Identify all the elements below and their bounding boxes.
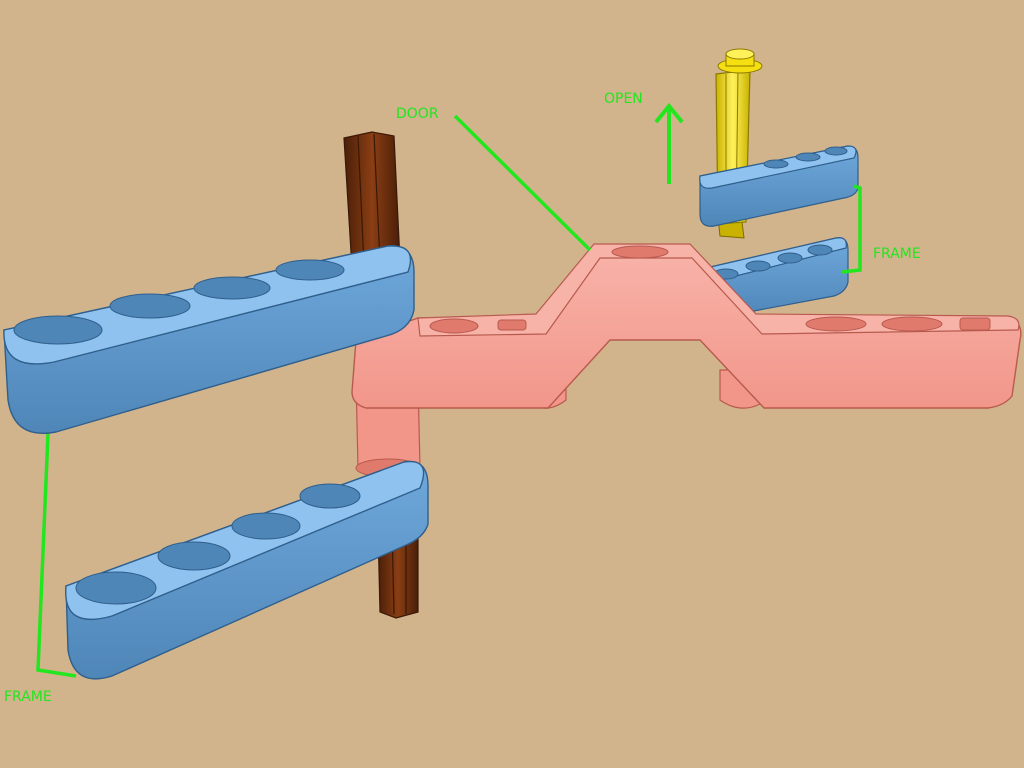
frame-label-right: FRAME xyxy=(873,246,921,262)
open-label: OPEN xyxy=(604,91,643,107)
frame-beam-right-upper xyxy=(699,145,859,227)
frame-label-left: FRAME xyxy=(4,689,52,705)
open-arrow xyxy=(654,102,684,184)
door-leader-line xyxy=(453,114,592,252)
frame-beam-left-upper xyxy=(3,245,415,434)
door-label: DOOR xyxy=(396,106,439,122)
door-liftarm xyxy=(351,243,1022,478)
frame-beam-left-lower xyxy=(65,460,429,680)
annotation-lines xyxy=(36,114,862,678)
brown-axle-upper xyxy=(343,131,401,269)
frame-left-bracket xyxy=(36,433,77,678)
frame-right-bracket xyxy=(841,184,862,274)
